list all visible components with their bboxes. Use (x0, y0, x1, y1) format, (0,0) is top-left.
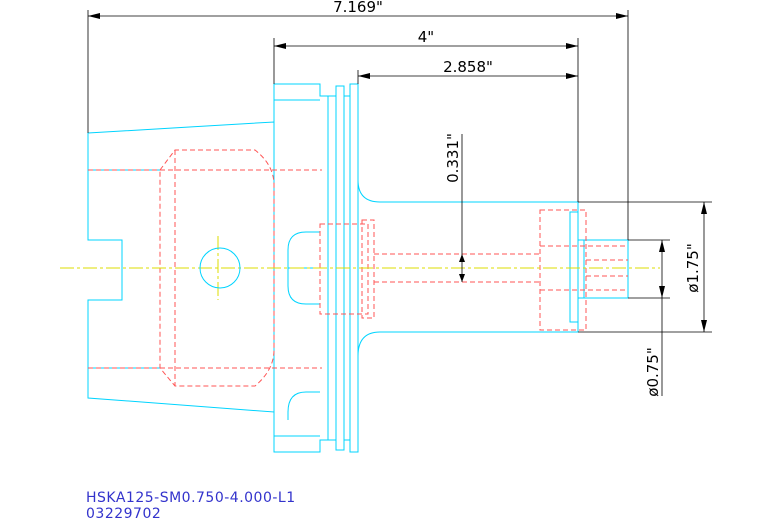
part-number: HSKA125-SM0.750-4.000-L1 (86, 490, 296, 506)
taper-bore (159, 149, 275, 387)
hidden-lines (88, 149, 628, 387)
spigot (577, 239, 629, 299)
part-code: 03229702 (86, 506, 161, 522)
cross-hole (199, 247, 241, 289)
bore-depth-label: 0.331" (444, 133, 462, 183)
centerline-group (60, 236, 660, 300)
drive-slot (287, 391, 320, 420)
bore-pocket (539, 209, 587, 331)
body-length-label: 2.858" (443, 58, 493, 76)
shank-diameter-label: ø1.75" (684, 243, 702, 292)
title-block: HSKA125-SM0.750-4.000-L1 03229702 (86, 490, 296, 522)
bore-diameter-label: ø0.75" (644, 347, 662, 396)
overall-length-label: 7.169" (333, 0, 383, 16)
tool-outline (87, 83, 629, 453)
gauge-length-label: 4" (418, 28, 434, 46)
dimensions: 7.169" 4" 2.858" 0.331" ø1.75" ø0.75" (87, 0, 712, 397)
